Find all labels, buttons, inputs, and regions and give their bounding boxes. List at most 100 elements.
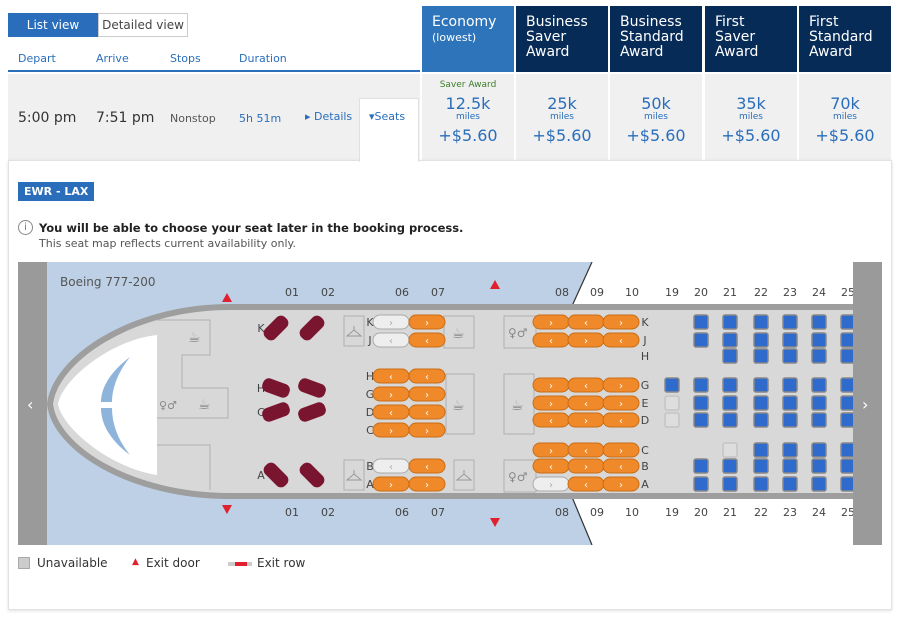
details-link[interactable]: ▸ Details [305, 110, 352, 123]
fare-header-business-saver[interactable]: Business Saver Award [516, 6, 608, 72]
seat-business-10G[interactable] [602, 377, 640, 393]
seat-economy-25G[interactable] [840, 377, 856, 393]
seat-economy-21D[interactable] [722, 412, 738, 428]
seat-economy-20A[interactable] [693, 476, 709, 492]
seat-business-07C[interactable] [408, 422, 446, 438]
seat-economy-22E[interactable] [753, 395, 769, 411]
seat-first-02A[interactable] [297, 460, 327, 490]
seat-economy-23D[interactable] [782, 412, 798, 428]
seat-business-07B[interactable] [408, 458, 446, 474]
seat-economy-21H[interactable] [722, 348, 738, 364]
seat-economy-24J[interactable] [811, 332, 827, 348]
seat-first-02C[interactable] [296, 401, 327, 424]
seat-economy-20B[interactable] [693, 458, 709, 474]
seat-economy-21G[interactable] [722, 377, 738, 393]
seat-business-07D[interactable] [408, 404, 446, 420]
seat-economy-21K[interactable] [722, 314, 738, 330]
seat-economy-21J[interactable] [722, 332, 738, 348]
column-duration[interactable]: Duration [239, 52, 287, 65]
seat-first-01A[interactable] [261, 460, 291, 490]
scroll-right-button[interactable] [853, 262, 882, 545]
seat-economy-22G[interactable] [753, 377, 769, 393]
seat-first-01C[interactable] [260, 401, 291, 424]
seat-economy-20E[interactable] [693, 395, 709, 411]
seat-economy-21C[interactable] [722, 442, 738, 458]
seat-economy-20D[interactable] [693, 412, 709, 428]
seat-economy-25E[interactable] [840, 395, 856, 411]
seat-business-10J[interactable] [602, 332, 640, 348]
seat-business-07A[interactable] [408, 476, 446, 492]
seat-economy-24C[interactable] [811, 442, 827, 458]
seat-business-07H[interactable] [408, 368, 446, 384]
seat-economy-25C[interactable] [840, 442, 856, 458]
column-depart[interactable]: Depart [18, 52, 56, 65]
seat-economy-25H[interactable] [840, 348, 856, 364]
seat-economy-23G[interactable] [782, 377, 798, 393]
seat-economy-25J[interactable] [840, 332, 856, 348]
seat-economy-24K[interactable] [811, 314, 827, 330]
seat-business-10E[interactable] [602, 395, 640, 411]
seat-economy-24E[interactable] [811, 395, 827, 411]
seat-economy-22J[interactable] [753, 332, 769, 348]
seat-economy-24D[interactable] [811, 412, 827, 428]
seat-first-01H[interactable] [260, 377, 291, 400]
seat-economy-23J[interactable] [782, 332, 798, 348]
fare-header-first-standard[interactable]: First Standard Award [799, 6, 891, 72]
seat-economy-19G[interactable] [664, 377, 680, 393]
seat-economy-22A[interactable] [753, 476, 769, 492]
seat-economy-23H[interactable] [782, 348, 798, 364]
seat-economy-21E[interactable] [722, 395, 738, 411]
seat-economy-19D[interactable] [664, 412, 680, 428]
seat-business-10D[interactable] [602, 412, 640, 428]
tab-list-view[interactable]: List view [8, 13, 98, 37]
seat-economy-20G[interactable] [693, 377, 709, 393]
seat-economy-25B[interactable] [840, 458, 856, 474]
seat-business-10C[interactable] [602, 442, 640, 458]
seat-economy-23A[interactable] [782, 476, 798, 492]
seat-economy-25A[interactable] [840, 476, 856, 492]
scroll-left-button[interactable] [18, 262, 47, 545]
seat-first-02K[interactable] [297, 313, 327, 343]
seat-economy-24G[interactable] [811, 377, 827, 393]
seat-economy-24A[interactable] [811, 476, 827, 492]
seat-economy-21A[interactable] [722, 476, 738, 492]
seat-business-07K[interactable] [408, 314, 446, 330]
seat-economy-22B[interactable] [753, 458, 769, 474]
tab-detailed-view[interactable]: Detailed view [98, 13, 188, 37]
seat-economy-23B[interactable] [782, 458, 798, 474]
seat-economy-24H[interactable] [811, 348, 827, 364]
seat-business-07J[interactable] [408, 332, 446, 348]
column-arrive[interactable]: Arrive [96, 52, 129, 65]
column-stops[interactable]: Stops [170, 52, 201, 65]
seat-economy-22H[interactable] [753, 348, 769, 364]
seat-economy-19E[interactable] [664, 395, 680, 411]
seat-economy-22C[interactable] [753, 442, 769, 458]
fare-header-business-standard[interactable]: Business Standard Award [610, 6, 702, 72]
seat-economy-22K[interactable] [753, 314, 769, 330]
seat-business-10K[interactable] [602, 314, 640, 330]
seat-business-10B[interactable] [602, 458, 640, 474]
seat-economy-25K[interactable] [840, 314, 856, 330]
seat-first-01K[interactable] [261, 313, 291, 343]
seat-economy-23E[interactable] [782, 395, 798, 411]
seat-economy-25D[interactable] [840, 412, 856, 428]
seat-business-10A[interactable] [602, 476, 640, 492]
fare-header-economy[interactable]: Economy(lowest) [422, 6, 514, 72]
seat-economy-22D[interactable] [753, 412, 769, 428]
seat-economy-23C[interactable] [782, 442, 798, 458]
seat-economy-21B[interactable] [722, 458, 738, 474]
seat-economy-20K[interactable] [693, 314, 709, 330]
seat-first-02H[interactable] [296, 377, 327, 400]
seats-tab[interactable]: ▾Seats [359, 98, 419, 162]
fare-miles-label: miles [739, 112, 763, 122]
seat-economy-20J[interactable] [693, 332, 709, 348]
seat-business-07G[interactable] [408, 386, 446, 402]
seat-economy-23K[interactable] [782, 314, 798, 330]
fare-header-first-saver[interactable]: First Saver Award [705, 6, 797, 72]
seat-economy-24B[interactable] [811, 458, 827, 474]
